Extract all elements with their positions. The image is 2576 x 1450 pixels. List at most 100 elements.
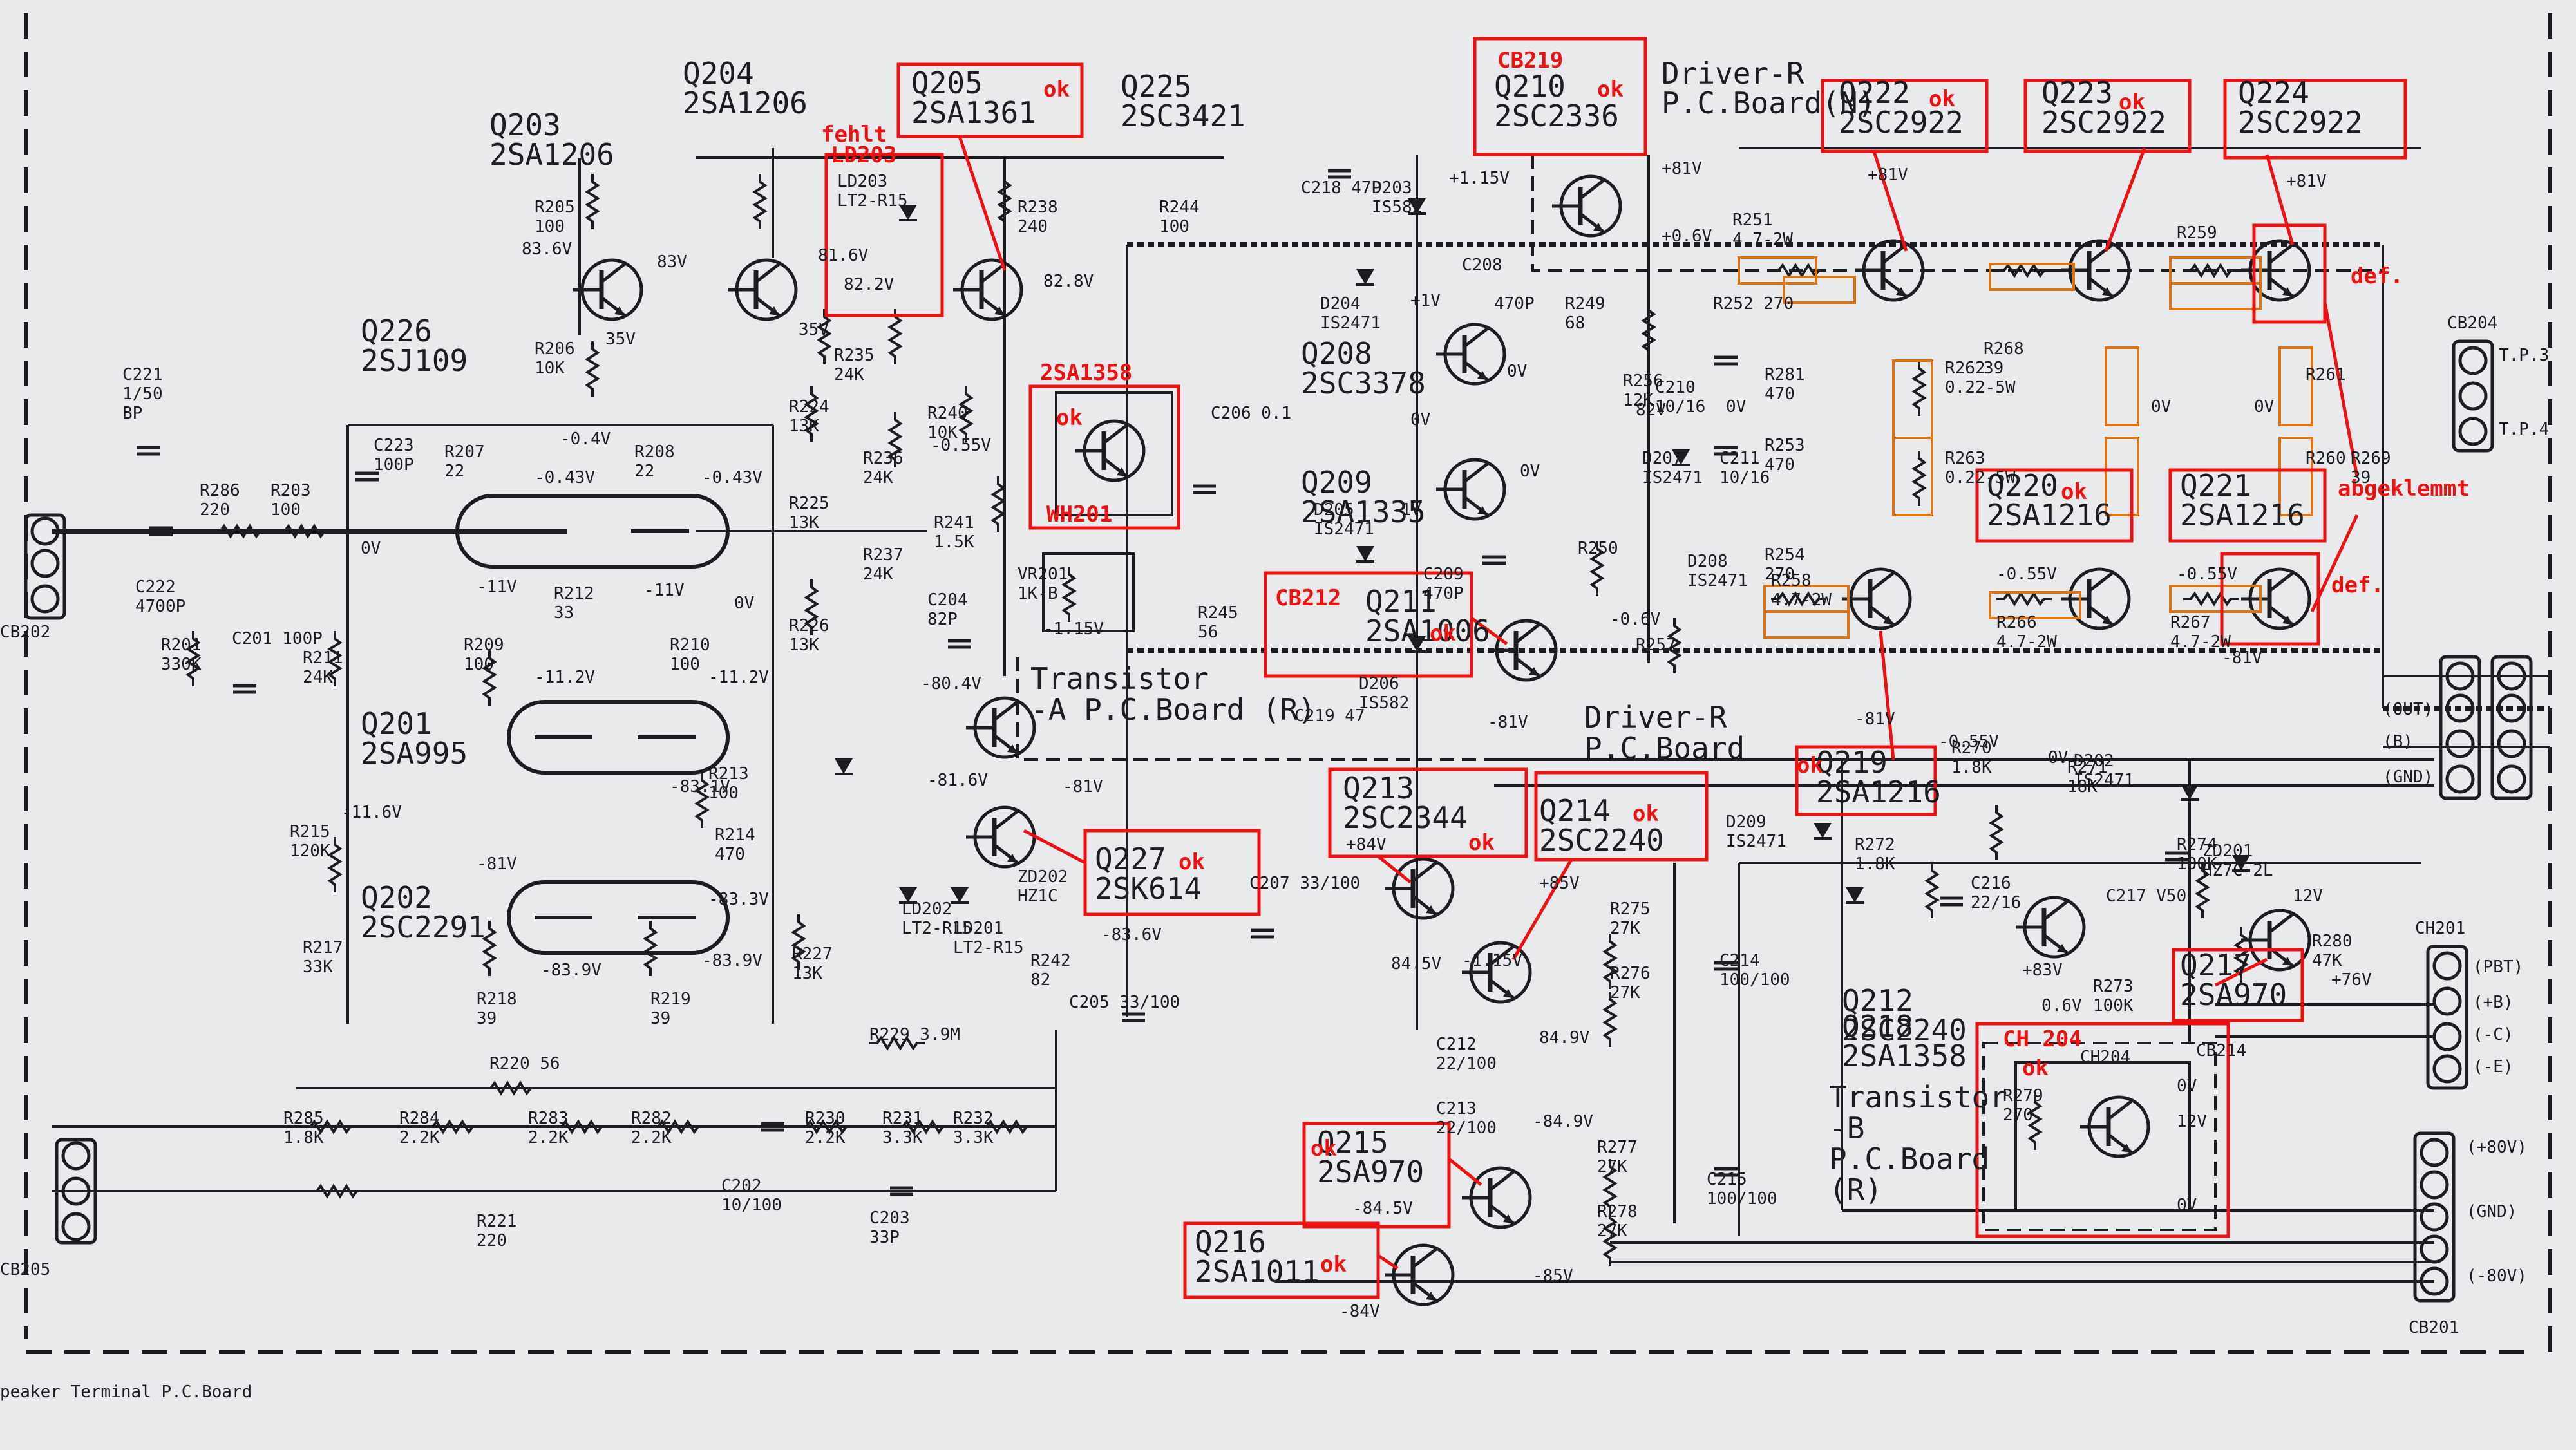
component-label: C217 V50 bbox=[2106, 887, 2186, 906]
voltage-label: -84.9V bbox=[1533, 1112, 1593, 1131]
annotation: ok bbox=[1430, 621, 1456, 646]
voltage-label: +81V bbox=[1868, 165, 1908, 185]
connector-label: CB202 bbox=[0, 623, 50, 642]
red-annotation-boxes bbox=[824, 37, 2407, 1299]
voltage-label: -1.15V bbox=[1043, 619, 1104, 639]
connector-label: CH201 bbox=[2415, 919, 2465, 938]
annotation: ok bbox=[2022, 1055, 2049, 1081]
voltage-label: 84.9V bbox=[1539, 1028, 1589, 1048]
voltage-label: -0.6V bbox=[1610, 610, 1660, 629]
component-label: R229 3.9M bbox=[869, 1025, 960, 1044]
connector-label: CB204 bbox=[2447, 314, 2497, 333]
voltage-label: -11.2V bbox=[535, 668, 595, 687]
voltage-label: 0V bbox=[2254, 397, 2274, 417]
voltage-label: -83.1V bbox=[670, 777, 730, 796]
voltage-label: 0V bbox=[2177, 1077, 2197, 1096]
annotation: ok bbox=[1320, 1252, 1347, 1277]
pin-label: (+B) bbox=[2473, 993, 2514, 1012]
voltage-label: -11V bbox=[644, 581, 685, 600]
component-label: C201 100P bbox=[232, 629, 323, 648]
annotation: LD203 bbox=[831, 142, 896, 168]
component-label: 470P bbox=[1494, 294, 1535, 314]
voltage-label: -83.9V bbox=[702, 951, 762, 970]
voltage-label: +81V bbox=[1662, 159, 1702, 178]
voltage-label: +76V bbox=[2331, 970, 2372, 990]
component-label: C207 33/100 bbox=[1249, 874, 1360, 893]
voltage-label: 0V bbox=[1520, 462, 1540, 481]
annotation: ok bbox=[1043, 77, 1070, 102]
voltage-label: 83V bbox=[657, 252, 687, 272]
subcircuit-boxes bbox=[1042, 391, 2191, 1212]
connector-plugs bbox=[24, 339, 2533, 1303]
annotation: ok bbox=[1056, 405, 1083, 431]
annotation: fehlt bbox=[821, 122, 887, 147]
voltage-label: 84.5V bbox=[1391, 954, 1441, 974]
component-label: R257 bbox=[1636, 636, 1676, 655]
voltage-label: -0.4V bbox=[560, 429, 611, 449]
voltage-label: -80.4V bbox=[921, 674, 981, 693]
voltage-label: 0V bbox=[361, 539, 381, 558]
annotation: ok bbox=[1468, 830, 1495, 856]
pin-label: (-80V) bbox=[2467, 1266, 2527, 1286]
voltage-label: +0.6V bbox=[1662, 227, 1712, 246]
annotation: ok bbox=[1633, 801, 1659, 827]
voltage-label: 81.6V bbox=[818, 246, 868, 265]
component-label: C219 47 bbox=[1294, 706, 1365, 726]
voltage-label: 0V bbox=[2151, 397, 2171, 417]
annotation: ok bbox=[2119, 89, 2145, 115]
connector-label: CB201 bbox=[2409, 1318, 2459, 1337]
